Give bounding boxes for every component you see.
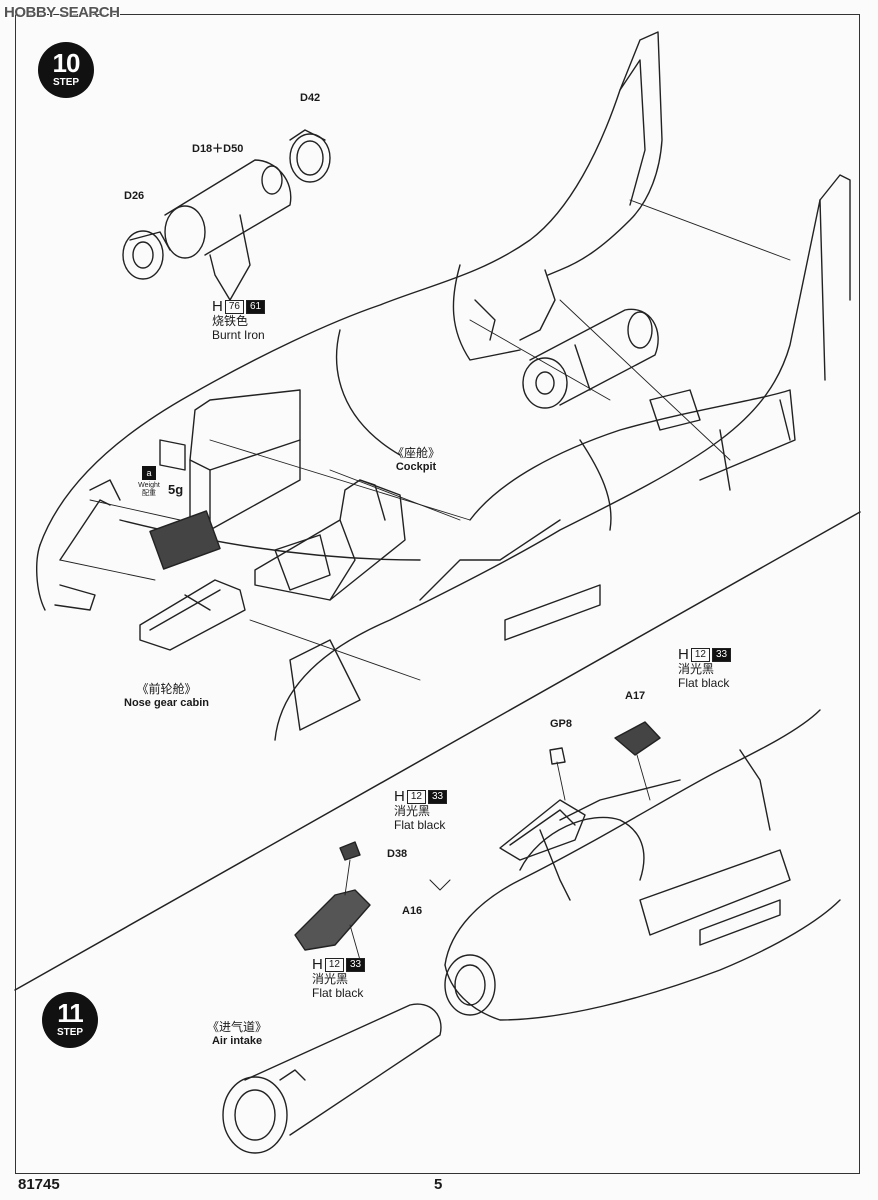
rear-fuselage-left <box>36 31 663 611</box>
part-label-gp8: GP8 <box>550 718 573 730</box>
rear-fuselage-right <box>274 174 851 741</box>
engine-cylinder <box>522 308 659 409</box>
step-10-badge: 10 STEP <box>38 42 94 98</box>
part-label-d18-d50: D18＋D50 <box>192 143 244 155</box>
gp8-part <box>549 747 566 765</box>
front-fuselage <box>444 709 841 1021</box>
nose-gear-cabin-part <box>139 579 246 651</box>
nose-gear-label: 《前轮舱》 Nose gear cabin <box>124 682 209 709</box>
step-11-badge: 11 STEP <box>42 992 98 1048</box>
product-number: 81745 <box>18 1176 60 1193</box>
cockpit-label: 《座舱》 Cockpit <box>392 446 441 473</box>
d38-part <box>339 841 361 861</box>
exhaust-assembly <box>122 129 331 301</box>
page-number: 5 <box>434 1176 443 1193</box>
weight-indicator: a Weight 配重 <box>138 466 160 497</box>
air-intake-label: 《进气道》 Air intake <box>207 1020 268 1047</box>
part-label-a17: A17 <box>625 690 646 702</box>
part-label-d26: D26 <box>124 190 145 202</box>
page-border <box>15 14 860 1174</box>
part-label-d38: D38 <box>387 848 408 860</box>
a16-part <box>294 889 371 951</box>
cockpit-tub <box>254 479 406 601</box>
part-label-a16: A16 <box>402 905 423 917</box>
air-intake-part <box>222 1003 442 1154</box>
weight-amount: 5g <box>168 482 184 497</box>
canopy <box>499 799 586 901</box>
weight-icon: a <box>142 466 156 480</box>
part-label-d42: D42 <box>300 92 321 104</box>
watermark: HOBBY SEARCH <box>4 4 120 21</box>
assembly-guide-lines <box>59 199 791 681</box>
a17-part <box>614 721 661 756</box>
